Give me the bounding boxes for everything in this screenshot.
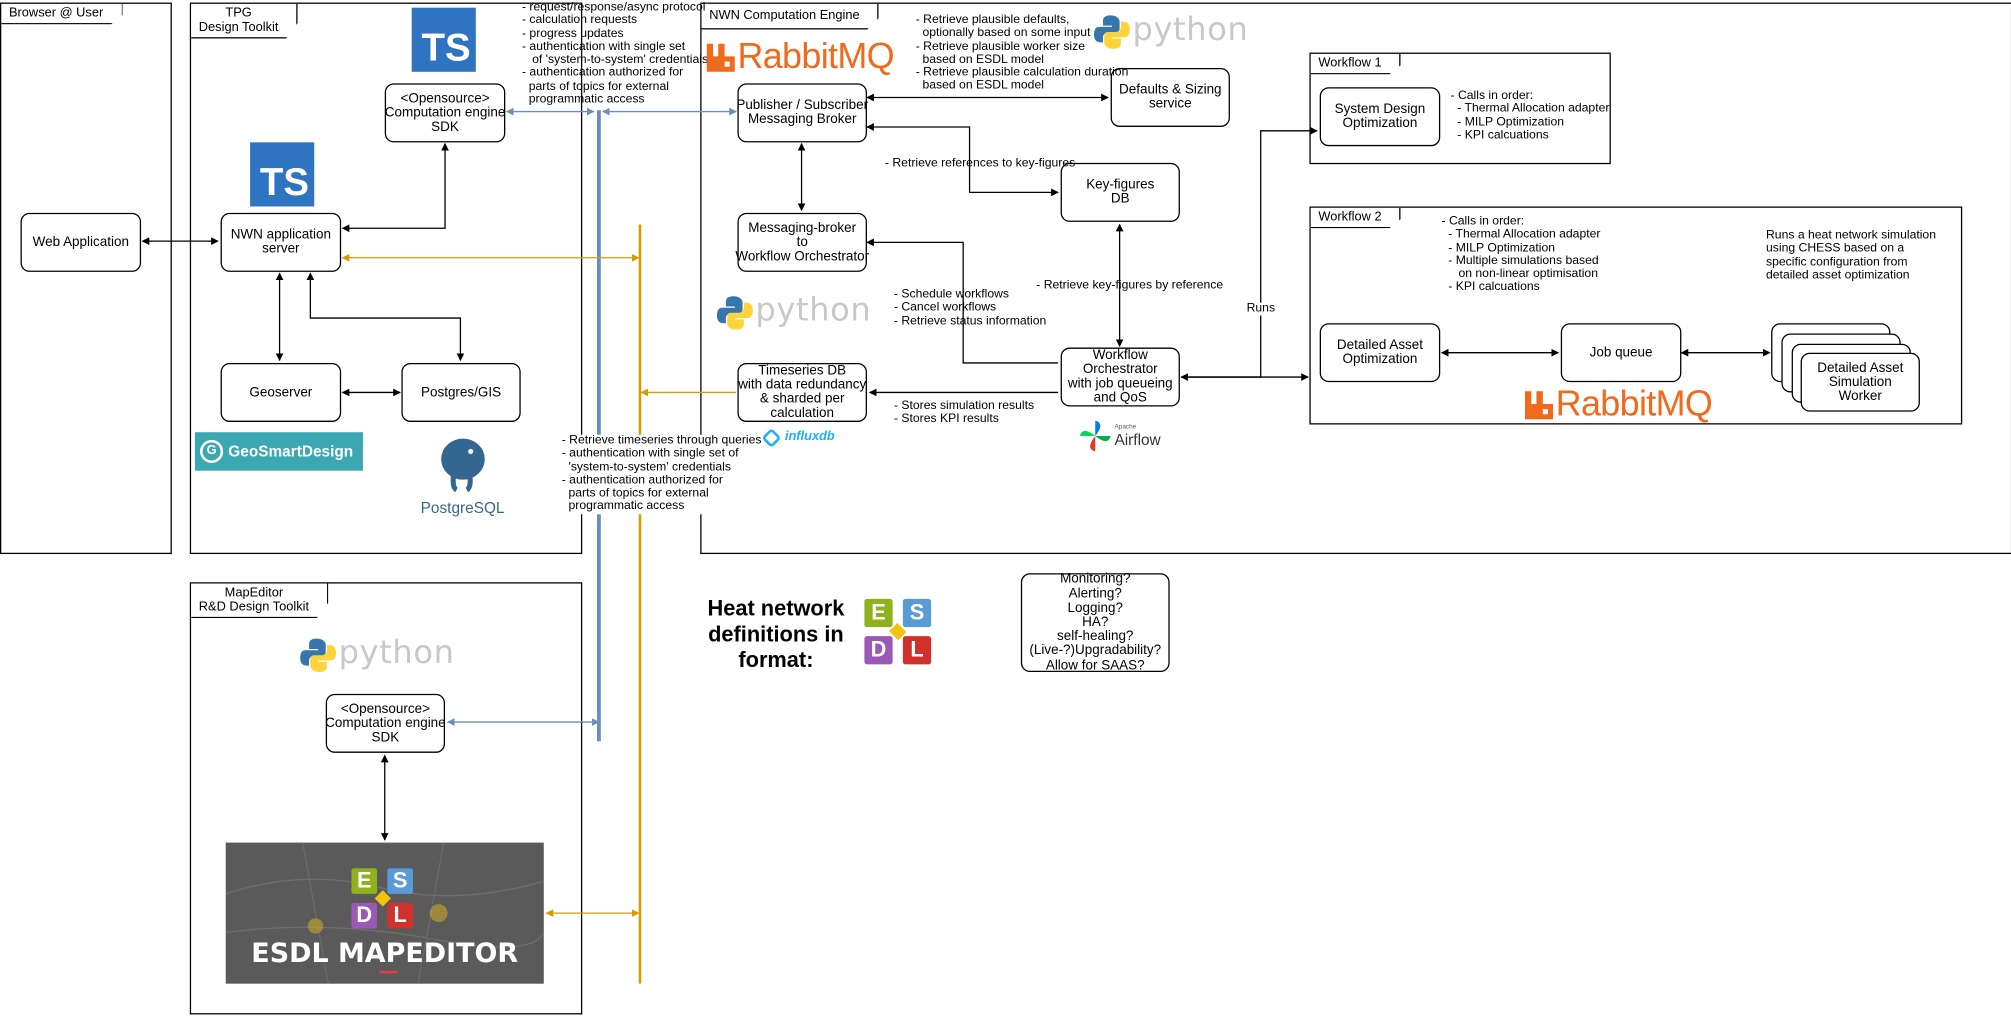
- rabbit-icon: [1524, 391, 1554, 420]
- mapeditor-tile-l: L: [387, 902, 413, 929]
- python-logo-orchestrator: python: [716, 291, 872, 335]
- edge-broker-keyfigures: [866, 123, 1059, 197]
- frame-mapeditor-title: MapEditor R&D Design Toolkit: [191, 584, 328, 619]
- python-snake-icon: [1093, 15, 1130, 49]
- sdk-top-box[interactable]: <Opensource> Computation engine SDK: [384, 83, 506, 143]
- airflow-logo-text: Airflow: [1114, 430, 1161, 449]
- frame-workflow2-title: Workflow 2: [1311, 208, 1401, 229]
- stores-results-note: - Stores simulation results - Stores KPI…: [893, 398, 1035, 427]
- rabbitmq-logo-nwn: RabbitMQ: [706, 35, 899, 76]
- postgresql-logo: PostgreSQL: [421, 433, 511, 518]
- sdk-bottom-box[interactable]: <Opensource> Computation engine SDK: [325, 693, 446, 753]
- workflow2-calls-note: - Calls in order: - Thermal Allocation a…: [1441, 214, 1601, 295]
- esdl-tile-l: L: [902, 636, 932, 665]
- esdl-logo: E S D L: [863, 598, 935, 666]
- esdl-tile-d: D: [864, 636, 893, 665]
- geosmartdesign-logo: G GeoSmartDesign: [194, 432, 363, 471]
- frame-tpg: TPG Design Toolkit: [189, 2, 583, 555]
- timeseries-db-box[interactable]: Timeseries DB with data redundancy & sha…: [737, 362, 867, 422]
- frame-browser: Browser @ User: [0, 2, 172, 555]
- frame-tpg-title: TPG Design Toolkit: [191, 4, 298, 39]
- influxdb-logo: influxdb: [761, 427, 867, 448]
- edge-server-postgres: [306, 272, 465, 362]
- frame-workflow1-title: Workflow 1: [1311, 54, 1401, 75]
- frame-workflow1: Workflow 1: [1309, 52, 1611, 165]
- python-snake-icon: [300, 638, 337, 673]
- detailed-asset-optimization-box[interactable]: Detailed Asset Optimization: [1319, 323, 1441, 383]
- python-logo-mapeditor-text: python: [338, 633, 455, 671]
- schedule-note: - Schedule workflows - Cancel workflows …: [893, 287, 1047, 328]
- frame-nwn-title: NWN Computation Engine: [702, 4, 879, 30]
- frame-nwn: NWN Computation Engine: [700, 2, 2011, 555]
- defaults-info-note: - Retrieve plausible defaults, optionall…: [915, 12, 1129, 93]
- geosmart-icon: G: [200, 439, 224, 463]
- heat-network-title: Heat network definitions in format:: [707, 596, 845, 673]
- edge-server-sdk: [341, 142, 449, 233]
- rabbitmq-logo-workflow2: RabbitMQ: [1524, 383, 1717, 424]
- esdl-tile-e: E: [864, 598, 893, 628]
- mapeditor-tile-d: D: [351, 902, 378, 929]
- job-queue-box[interactable]: Job queue: [1560, 323, 1682, 383]
- monitoring-questions-box: Monitoring? Alerting? Logging? HA? self-…: [1020, 572, 1170, 672]
- sdk-protocol-note: - request/response/async protocol - calc…: [521, 0, 709, 107]
- airflow-small-label: Apache: [1114, 423, 1137, 431]
- mapeditor-tile-s: S: [387, 868, 413, 894]
- esdl-mapeditor-image: E S D L ESDL MAPEDITOR: [225, 842, 544, 984]
- esdl-tile-s: S: [902, 598, 932, 628]
- frame-browser-title: Browser @ User: [1, 4, 122, 25]
- map-background: [225, 842, 544, 984]
- geosmart-logo-text: GeoSmartDesign: [228, 442, 354, 461]
- rabbit-icon: [706, 43, 735, 72]
- typescript-logo-top: TS: [411, 7, 476, 72]
- runs-label: Runs: [1246, 301, 1276, 316]
- system-design-optimization-box[interactable]: System Design Optimization: [1319, 87, 1441, 147]
- rabbitmq-logo-nwn-text: RabbitMQ: [737, 35, 894, 76]
- workflow-orchestrator-box[interactable]: Workflow Orchestrator with job queueing …: [1060, 347, 1180, 407]
- timeseries-queries-note: - Retrieve timeseries through queries - …: [561, 433, 762, 515]
- python-logo-nwn: python: [1093, 10, 1249, 54]
- postgresql-logo-text: PostgreSQL: [420, 498, 505, 517]
- typescript-logo-server: TS: [250, 142, 315, 207]
- msgbroker-orchestrator-box[interactable]: Messaging-broker to Workflow Orchestrato…: [735, 212, 869, 272]
- mapeditor-esdl-logo: E S D L: [351, 868, 418, 930]
- influxdb-icon: [761, 427, 782, 448]
- keyfigures-by-ref-note: - Retrieve key-figures by reference: [1036, 278, 1224, 293]
- web-application-box[interactable]: Web Application: [20, 212, 142, 272]
- geoserver-box[interactable]: Geoserver: [220, 362, 342, 422]
- airflow-pinwheel-icon: [1079, 420, 1111, 452]
- keyfigures-refs-note: - Retrieve references to key-figures: [884, 156, 1076, 171]
- airflow-logo: Apache Airflow: [1079, 420, 1170, 454]
- python-logo-orchestrator-text: python: [755, 291, 872, 329]
- edge-orchestrator-workflow1: [1181, 126, 1318, 378]
- mapeditor-title: ESDL MAPEDITOR: [251, 937, 519, 969]
- simulation-worker-box[interactable]: Detailed Asset Simulation Worker: [1800, 352, 1920, 412]
- workflow1-calls-note: - Calls in order: - Thermal Allocation a…: [1450, 88, 1610, 143]
- python-snake-icon: [716, 296, 753, 330]
- elephant-icon: [438, 436, 488, 493]
- influxdb-logo-text: influxdb: [784, 429, 835, 444]
- python-logo-nwn-text: python: [1132, 10, 1249, 48]
- messaging-broker-box[interactable]: Publisher / Subscriber Messaging Broker: [736, 83, 868, 143]
- postgres-gis-box[interactable]: Postgres/GIS: [401, 362, 521, 422]
- defaults-sizing-box[interactable]: Defaults & Sizing service: [1110, 67, 1230, 127]
- keyfigures-db-box[interactable]: Key-figures DB: [1060, 162, 1180, 222]
- python-logo-mapeditor: python: [300, 633, 455, 677]
- mapeditor-tile-e: E: [351, 868, 378, 894]
- frame-workflow2: Workflow 2: [1309, 206, 1963, 425]
- edge-msgorch-orchestrator: [866, 238, 1059, 364]
- rabbitmq-logo-workflow2-text: RabbitMQ: [1555, 383, 1713, 424]
- nwn-application-server-box[interactable]: NWN application server: [220, 212, 342, 272]
- chess-simulation-note: Runs a heat network simulation using CHE…: [1766, 228, 1936, 283]
